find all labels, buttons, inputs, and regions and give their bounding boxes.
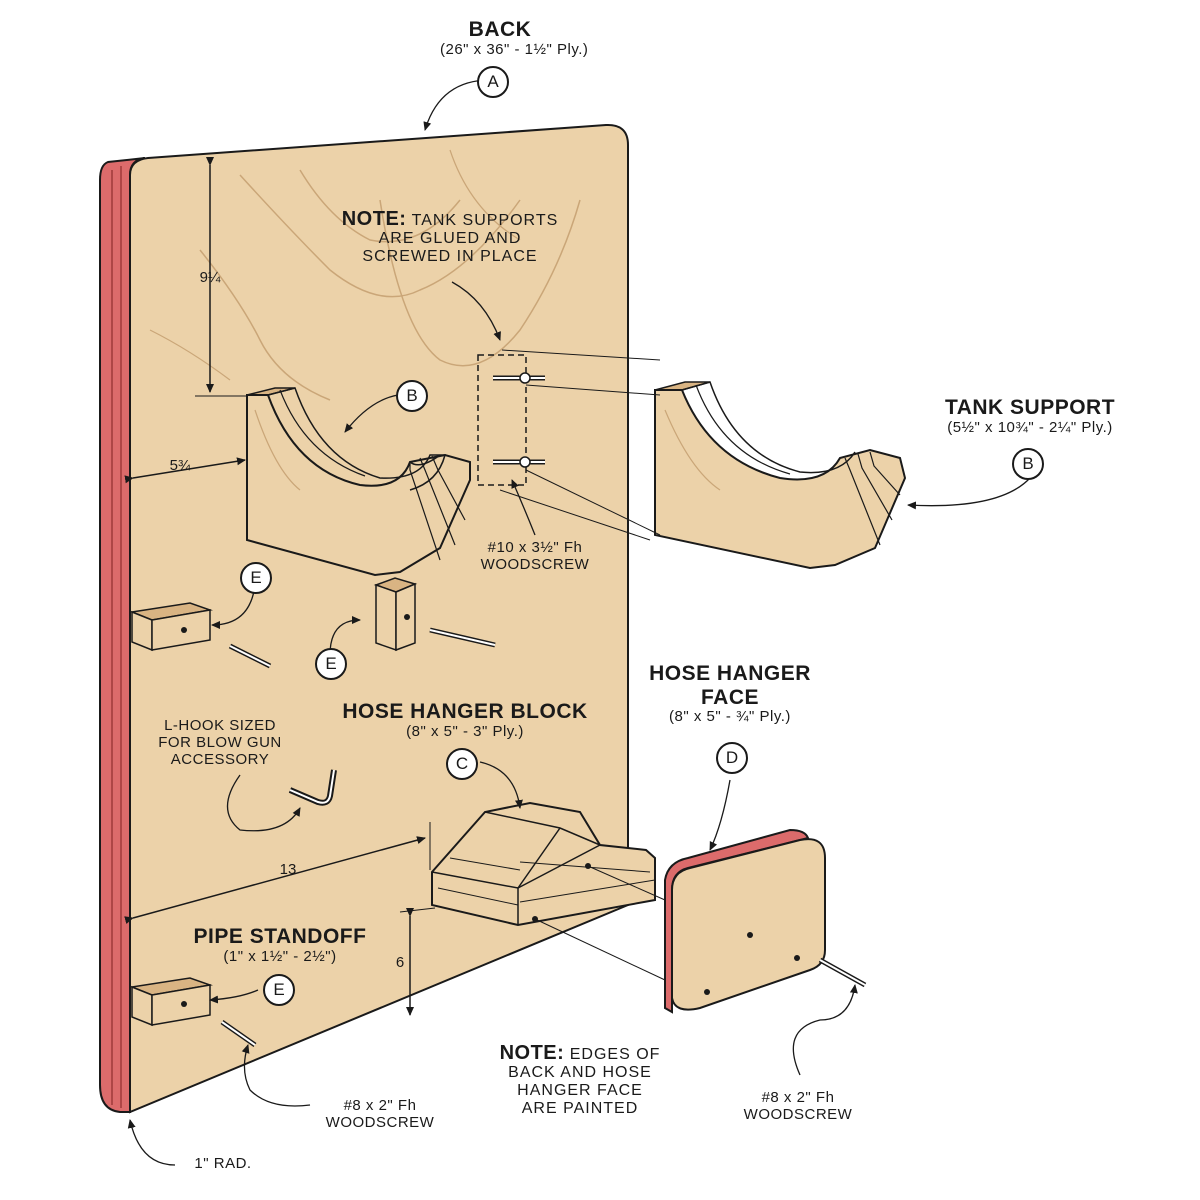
pipe-standoff-label: PIPE STANDOFF (1" x 1½" - 2½") bbox=[170, 925, 390, 965]
l-hook-line-3: ACCESSORY bbox=[170, 750, 270, 768]
callout-a: A bbox=[477, 66, 509, 98]
hose-hanger-face-label: HOSE HANGER FACE (8" x 5" - ¾" Ply.) bbox=[620, 662, 840, 726]
woodscrew-top-line-2: WOODSCREW bbox=[480, 555, 590, 573]
dim-left: 5¾ bbox=[169, 457, 191, 474]
hose-hanger-face-dims: (8" x 5" - ¾" Ply.) bbox=[669, 708, 791, 726]
woodscrew-bl-line-2: WOODSCREW bbox=[325, 1113, 435, 1131]
woodscrew-br-line-1: #8 x 2" Fh bbox=[761, 1089, 835, 1106]
note-top-line-2: ARE GLUED AND bbox=[378, 230, 522, 248]
hose-hanger-block-label: HOSE HANGER BLOCK (8" x 5" - 3" Ply.) bbox=[320, 700, 610, 740]
corner-radius-label: 1" RAD. bbox=[194, 1155, 252, 1172]
standoff-upper-left bbox=[129, 602, 272, 669]
tank-screws bbox=[477, 349, 661, 541]
tank-support-dims: (5½" x 10¾" - 2¼" Ply.) bbox=[947, 418, 1113, 436]
back-label: BACK (26" x 36" - 1½" Ply.) bbox=[440, 18, 589, 58]
note-edges-painted: NOTE: EDGES OF BACK AND HOSE HANGER FACE… bbox=[470, 1042, 690, 1118]
woodscrew-top-label: #10 x 3½" Fh WOODSCREW bbox=[455, 539, 615, 574]
pipe-standoff-title: PIPE STANDOFF bbox=[193, 925, 367, 948]
dim-hanger-height: 6 bbox=[395, 954, 405, 971]
note-bottom-line-3: HANGER FACE bbox=[517, 1082, 643, 1100]
hose-hanger-block bbox=[431, 801, 666, 981]
pipe-standoff-dims: (1" x 1½" - 2½") bbox=[223, 947, 337, 965]
note-bottom-line-4: ARE PAINTED bbox=[521, 1100, 639, 1118]
note-top-head: NOTE: bbox=[341, 208, 407, 230]
note-top-line-1: TANK SUPPORTS bbox=[411, 212, 559, 229]
callout-b-mounted: B bbox=[396, 380, 428, 412]
l-hook-label: L-HOOK SIZED FOR BLOW GUN ACCESSORY bbox=[140, 717, 300, 768]
note-bottom-first: EDGES OF bbox=[569, 1046, 661, 1063]
hose-hanger-face-title-2: FACE bbox=[700, 685, 759, 709]
tank-support-title: TANK SUPPORT bbox=[944, 396, 1116, 419]
woodscrew-bottom-right-label: #8 x 2" Fh WOODSCREW bbox=[718, 1089, 878, 1124]
tank-support-mounted bbox=[246, 387, 471, 577]
l-hook bbox=[288, 769, 337, 806]
note-top-line-3: SCREWED IN PLACE bbox=[362, 248, 538, 266]
callout-b: B bbox=[1012, 448, 1044, 480]
dim-top: 9¼ bbox=[199, 269, 221, 286]
dim-hanger-offset: 13 bbox=[279, 861, 297, 878]
callout-c: C bbox=[446, 748, 478, 780]
dimension-lines bbox=[124, 157, 436, 1016]
callout-e-lower: E bbox=[263, 974, 295, 1006]
l-hook-line-2: FOR BLOW GUN bbox=[158, 733, 282, 751]
standoff-lower bbox=[129, 977, 257, 1048]
hose-hanger-block-dims: (8" x 5" - 3" Ply.) bbox=[406, 722, 524, 740]
callout-d: D bbox=[716, 742, 748, 774]
woodscrew-bottom-left-label: #8 x 2" Fh WOODSCREW bbox=[300, 1097, 460, 1132]
woodscrew-br-line-2: WOODSCREW bbox=[743, 1105, 853, 1123]
back-dims: (26" x 36" - 1½" Ply.) bbox=[440, 40, 589, 58]
note-tank-supports: NOTE: TANK SUPPORTS ARE GLUED AND SCREWE… bbox=[300, 208, 600, 266]
hose-hanger-face bbox=[664, 828, 867, 1014]
back-title: BACK bbox=[468, 18, 532, 41]
tank-support-label: TANK SUPPORT (5½" x 10¾" - 2¼" Ply.) bbox=[890, 396, 1170, 436]
l-hook-line-1: L-HOOK SIZED bbox=[164, 717, 276, 734]
hose-hanger-block-title: HOSE HANGER BLOCK bbox=[342, 700, 588, 723]
callout-e-upper-left: E bbox=[240, 562, 272, 594]
tank-support-exploded bbox=[654, 381, 907, 570]
standoff-upper-middle bbox=[373, 577, 496, 652]
woodscrew-bl-line-1: #8 x 2" Fh bbox=[343, 1097, 417, 1114]
callout-e-upper-middle: E bbox=[315, 648, 347, 680]
woodscrew-top-line-1: #10 x 3½" Fh bbox=[487, 539, 583, 556]
note-bottom-head: NOTE: bbox=[499, 1042, 565, 1064]
note-bottom-line-2: BACK AND HOSE bbox=[508, 1064, 652, 1082]
hose-hanger-face-title-1: HOSE HANGER bbox=[649, 662, 811, 685]
